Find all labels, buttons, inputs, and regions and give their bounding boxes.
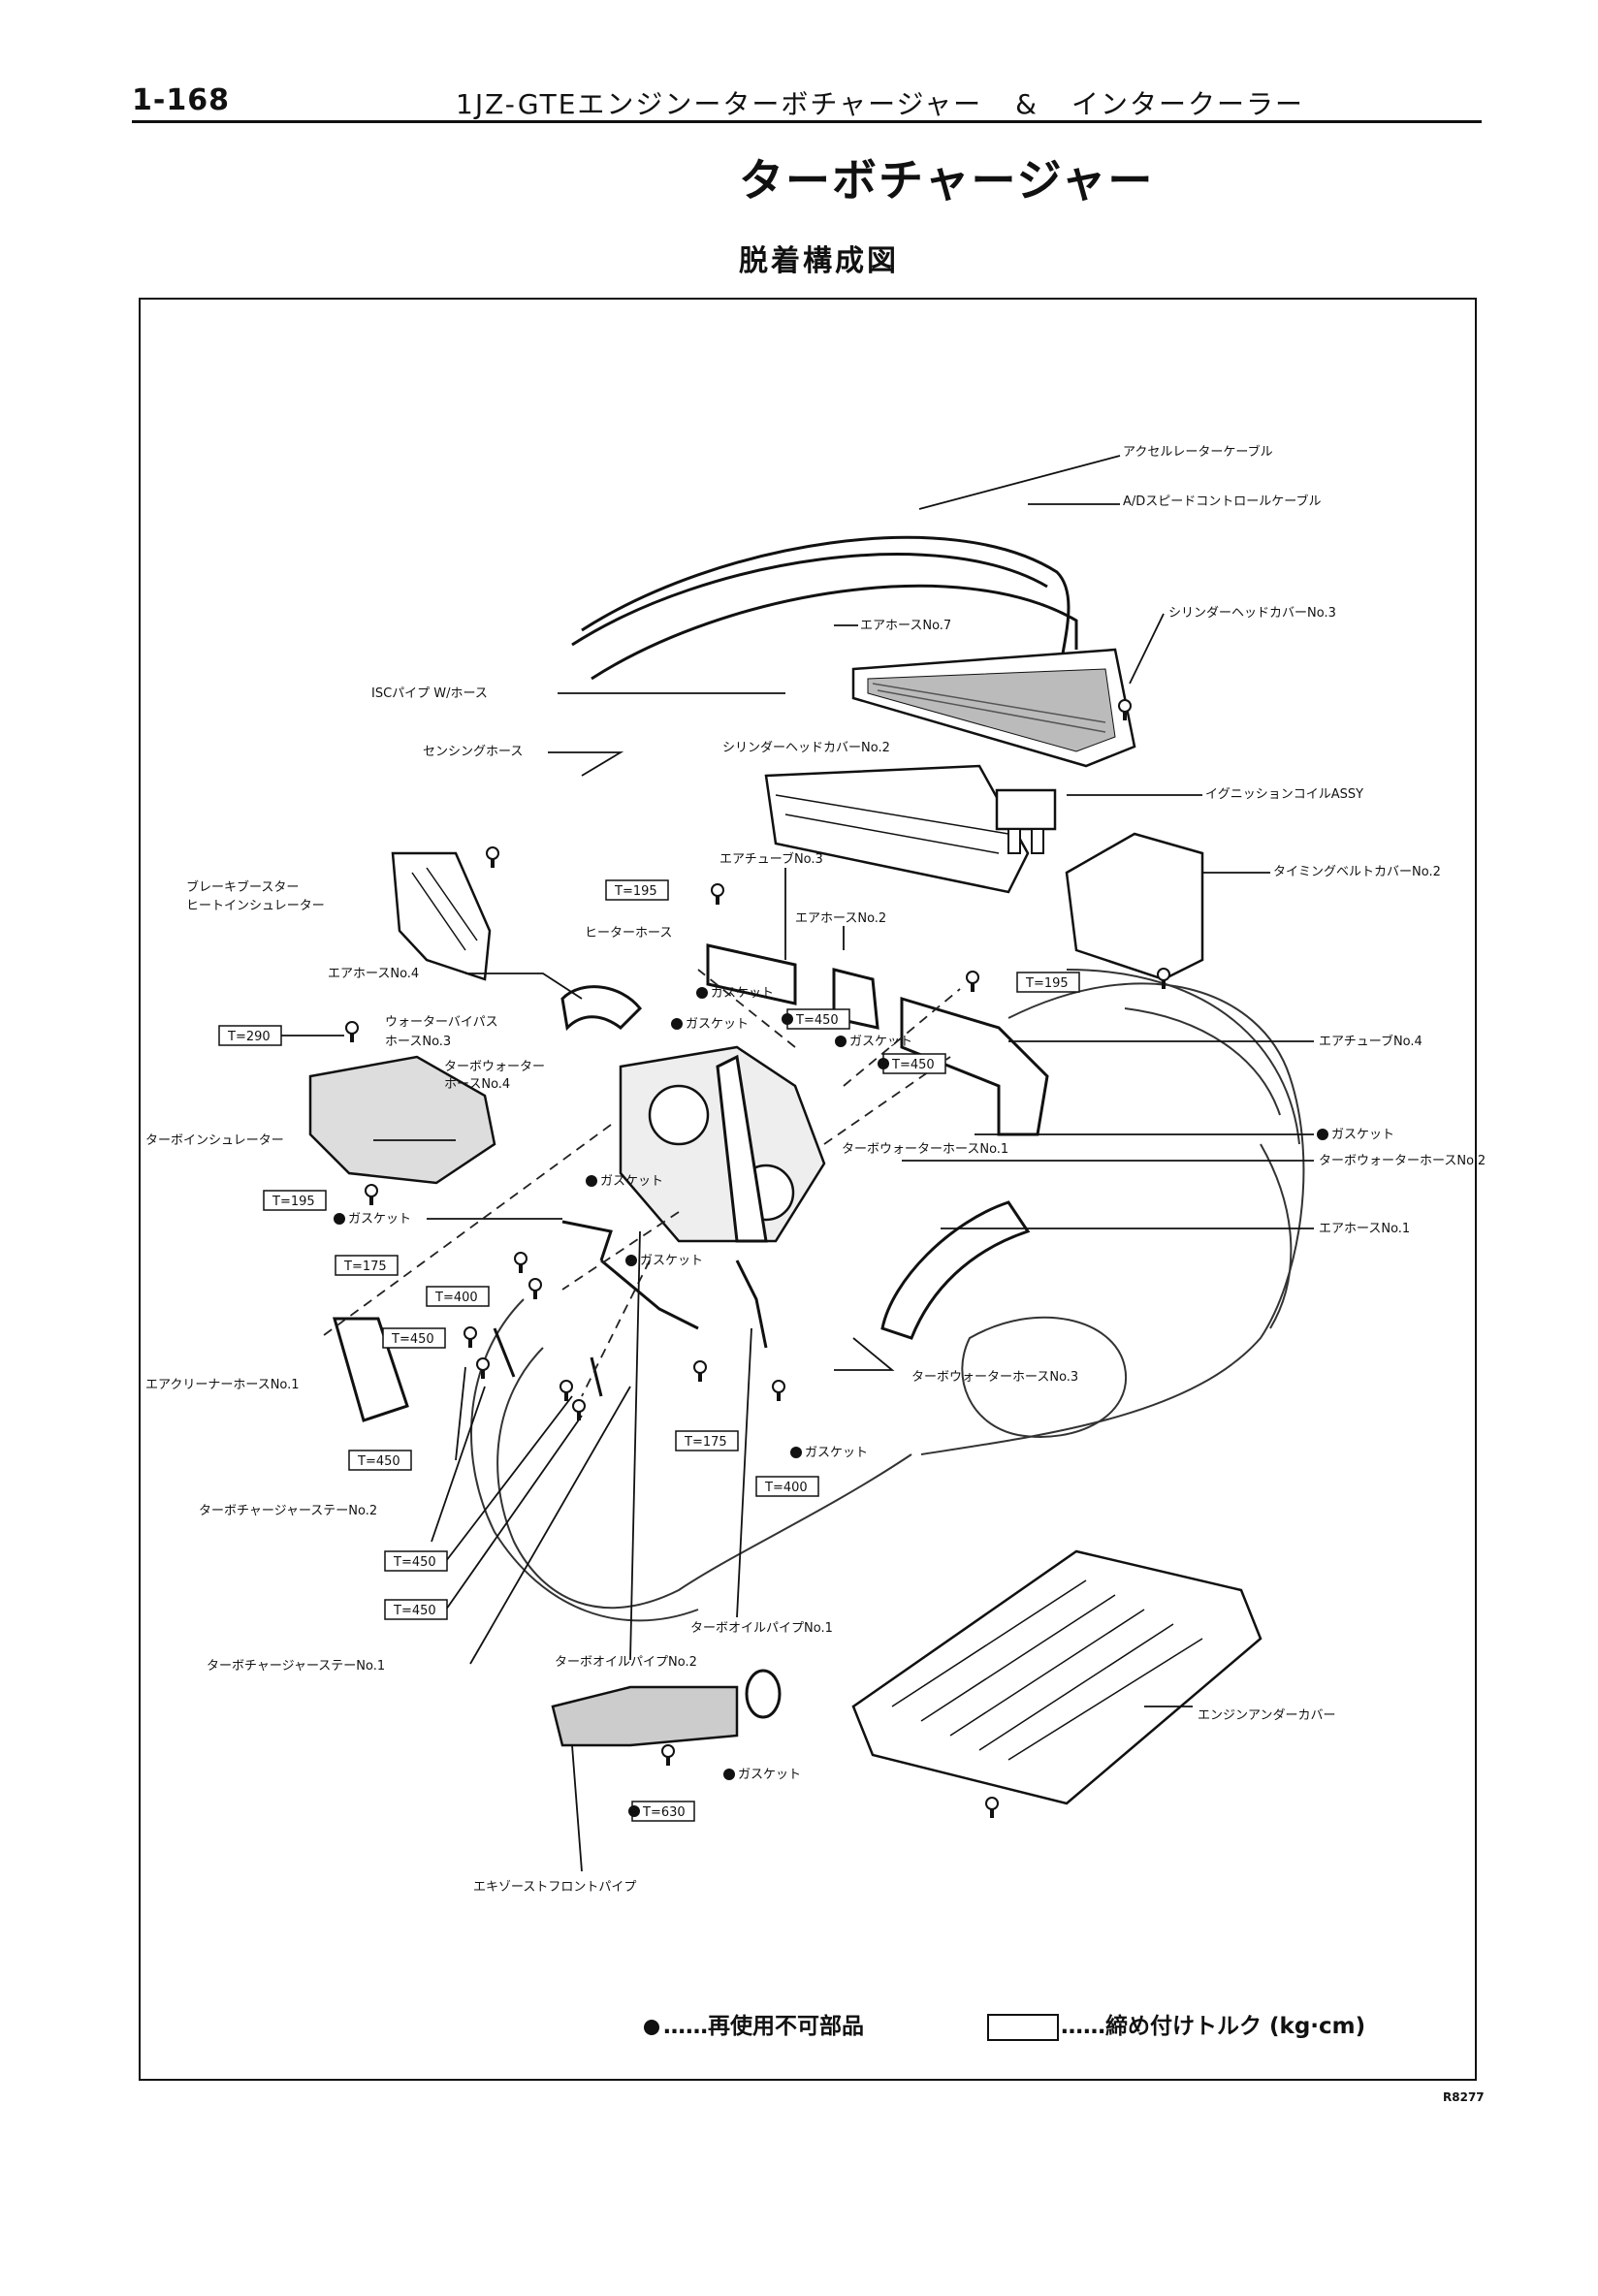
label-turbo-water-4b: ホースNo.4 bbox=[444, 1077, 510, 1092]
torque-t630: T=630 bbox=[642, 1805, 686, 1820]
label-air-tube-4: エアチューブNo.4 bbox=[1319, 1034, 1422, 1049]
timing-belt-cover-2 bbox=[1065, 832, 1204, 981]
label-sensing-hose: センシングホース bbox=[423, 745, 523, 759]
running-header-section2: インタークーラー bbox=[1071, 88, 1305, 120]
label-turbo-water-4a: ターボウォーター bbox=[444, 1060, 545, 1074]
label-brake-insulator-1: ブレーキブースター bbox=[186, 879, 299, 895]
legend-bullet-icon bbox=[644, 2019, 659, 2035]
torque-t195c: T=195 bbox=[272, 1195, 315, 1209]
legend-box-icon bbox=[987, 2013, 1059, 2041]
label-timing-cover: タイミングベルトカバーNo.2 bbox=[1273, 865, 1441, 879]
brake-booster-insulator bbox=[391, 851, 492, 981]
label-gasket-h: ガスケット bbox=[805, 1446, 868, 1460]
bullet-gasket-h bbox=[790, 1447, 802, 1458]
ignition-coil-assy bbox=[995, 788, 1057, 854]
torque-t450d: T=450 bbox=[357, 1454, 400, 1469]
label-isc-pipe: ISCパイプ W/ホース bbox=[371, 686, 488, 701]
diagram-frame bbox=[139, 298, 1477, 2081]
label-turbo-stay-1: ターボチャージャーステーNo.1 bbox=[207, 1659, 385, 1674]
air-tubes bbox=[333, 943, 1049, 1422]
torque-t450e: T=450 bbox=[393, 1555, 436, 1570]
stays-and-pipes bbox=[493, 1220, 768, 1397]
torque-t450c: T=450 bbox=[391, 1332, 434, 1347]
bullet-gasket-b bbox=[671, 1018, 683, 1030]
page-subtitle: 脱着構成図 bbox=[739, 244, 899, 278]
legend-non-reusable-text: ……再使用不可部品 bbox=[663, 2014, 864, 2039]
legend-torque-text: ……締め付けトルク (kg·cm) bbox=[1061, 2014, 1366, 2039]
legend-torque: ……締め付けトルク (kg·cm) bbox=[987, 2007, 1365, 2041]
label-gasket-d: ガスケット bbox=[1331, 1128, 1394, 1142]
label-turbo-insulator: ターボインシュレーター bbox=[145, 1133, 284, 1148]
label-turbo-water-3: ターボウォーターホースNo.3 bbox=[911, 1370, 1078, 1385]
label-gasket-e: ガスケット bbox=[600, 1174, 663, 1189]
label-head-cover-2: シリンダーヘッドカバーNo.2 bbox=[722, 741, 890, 755]
label-turbo-oil-2: ターボオイルパイプNo.2 bbox=[555, 1655, 697, 1670]
figure-code: R8277 bbox=[1443, 2090, 1485, 2104]
legend-non-reusable: ……再使用不可部品 bbox=[644, 2007, 864, 2040]
page-number: 1-168 bbox=[132, 83, 230, 117]
torque-t175a: T=175 bbox=[343, 1260, 387, 1274]
label-turbo-water-2: ターボウォーターホースNo.2 bbox=[1319, 1154, 1486, 1168]
bullet-gasket-a bbox=[696, 987, 708, 999]
page-title: ターボチャージャー bbox=[739, 154, 1155, 207]
running-header-section: 1JZ-GTEエンジンーターボチャージャー bbox=[456, 88, 983, 120]
running-header-amp: & bbox=[1015, 88, 1039, 120]
label-brake-insulator-2: ヒートインシュレーター bbox=[186, 899, 325, 913]
bullet-gasket-c bbox=[835, 1036, 847, 1047]
label-water-bypass-1: ウォーターバイパス bbox=[385, 1015, 498, 1030]
torque-t400b: T=400 bbox=[764, 1481, 808, 1495]
label-ad-cable: A/Dスピードコントロールケーブル bbox=[1123, 494, 1322, 509]
running-header: 1JZ-GTEエンジンーターボチャージャー&インタークーラー bbox=[456, 83, 1304, 122]
bullet-gasket-e bbox=[586, 1175, 597, 1187]
turbo-insulator bbox=[308, 1055, 496, 1185]
exhaust-front-pipe bbox=[551, 1669, 782, 1747]
torque-t290: T=290 bbox=[227, 1030, 271, 1044]
label-accel-cable: アクセルレーターケーブル bbox=[1123, 444, 1273, 460]
label-air-hose-1: エアホースNo.1 bbox=[1319, 1222, 1410, 1236]
torque-t175b: T=175 bbox=[684, 1435, 727, 1450]
label-exhaust-front-pipe: エキゾーストフロントパイプ bbox=[473, 1880, 636, 1895]
label-ignition-coil: イグニッションコイルASSY bbox=[1205, 787, 1363, 802]
label-gasket-i: ガスケット bbox=[738, 1768, 801, 1782]
label-turbo-water-1: ターボウォーターホースNo.1 bbox=[842, 1142, 1008, 1157]
torque-t450a: T=450 bbox=[795, 1013, 839, 1028]
label-air-hose-2: エアホースNo.2 bbox=[795, 911, 886, 926]
part-labels: アクセルレーターケーブル A/Dスピードコントロールケーブル エアホースNo.7… bbox=[145, 444, 1486, 1895]
label-turbo-oil-1: ターボオイルパイプNo.1 bbox=[690, 1621, 833, 1636]
label-air-cleaner-hose: エアクリーナーホースNo.1 bbox=[145, 1378, 300, 1392]
label-gasket-a: ガスケット bbox=[711, 986, 774, 1001]
label-air-hose-7: エアホースNo.7 bbox=[860, 619, 951, 633]
bullet-gasket-d bbox=[1317, 1129, 1328, 1140]
leader-lines bbox=[281, 455, 1314, 1872]
bullet-gasket-i bbox=[723, 1769, 735, 1780]
label-head-cover-3: シリンダーヘッドカバーNo.3 bbox=[1168, 606, 1336, 621]
torque-t195a: T=195 bbox=[614, 884, 657, 899]
bullet-gasket-g bbox=[625, 1255, 637, 1266]
cylinder-head-cover-3 bbox=[851, 648, 1136, 768]
torque-t195b: T=195 bbox=[1025, 976, 1069, 991]
torque-t450f: T=450 bbox=[393, 1604, 436, 1618]
cable-group bbox=[571, 535, 1078, 681]
label-engine-under-cover: エンジンアンダーカバー bbox=[1198, 1708, 1335, 1723]
label-gasket-b: ガスケット bbox=[686, 1017, 749, 1032]
header-rule bbox=[132, 120, 1482, 123]
label-gasket-c: ガスケット bbox=[849, 1035, 912, 1049]
cylinder-head-cover-2 bbox=[764, 764, 1030, 894]
engine-under-cover bbox=[851, 1549, 1262, 1805]
label-gasket-g: ガスケット bbox=[640, 1254, 703, 1268]
label-gasket-f: ガスケット bbox=[348, 1212, 411, 1227]
label-heater-hose: ヒーターホース bbox=[585, 926, 672, 941]
label-air-hose-4: エアホースNo.4 bbox=[328, 967, 419, 981]
label-air-tube-3: エアチューブNo.3 bbox=[719, 851, 823, 867]
label-turbo-stay-2: ターボチャージャーステーNo.2 bbox=[199, 1504, 377, 1518]
label-water-bypass-2: ホースNo.3 bbox=[385, 1035, 451, 1049]
torque-boxes: T=195 T=195 T=195 T=290 T=450 T=450 T=17… bbox=[218, 879, 1080, 1822]
torque-t400a: T=400 bbox=[434, 1291, 478, 1305]
bullet-gasket-f bbox=[334, 1213, 345, 1225]
torque-t450b: T=450 bbox=[891, 1058, 935, 1072]
